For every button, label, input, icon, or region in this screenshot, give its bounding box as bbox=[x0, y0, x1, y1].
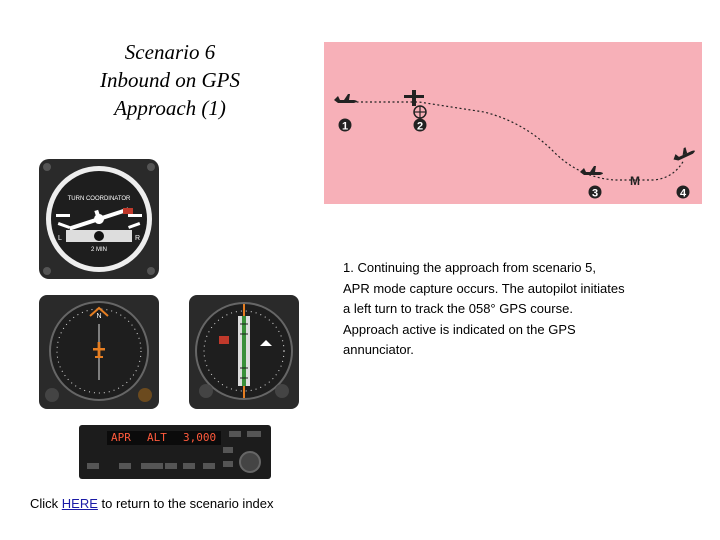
annunciator-button-1[interactable] bbox=[229, 431, 241, 437]
airplane-icon bbox=[93, 342, 105, 358]
course-deviation-icon bbox=[238, 316, 250, 386]
gps-mode-text: APR bbox=[111, 431, 131, 444]
scenario-title: Scenario 6 Inbound on GPS Approach (1) bbox=[40, 38, 300, 122]
svg-text:4: 4 bbox=[680, 188, 687, 200]
annunciator-knob[interactable] bbox=[239, 451, 261, 473]
description-line-5: annunciator. bbox=[343, 342, 414, 357]
svg-text:N: N bbox=[96, 313, 101, 320]
svg-text:2: 2 bbox=[417, 121, 423, 133]
gps-altitude-text: 3,000 bbox=[183, 431, 217, 444]
annunciator-button-9[interactable] bbox=[223, 447, 233, 453]
description-line-1: 1. Continuing the approach from scenario… bbox=[343, 260, 596, 275]
annunciator-button-2[interactable] bbox=[247, 431, 261, 437]
turn-coordinator-label: TURN COORDINATOR bbox=[68, 196, 131, 202]
title-line-2: Inbound on GPS bbox=[100, 68, 240, 92]
marker-2: 2 bbox=[413, 118, 427, 133]
svg-text:3: 3 bbox=[592, 188, 598, 200]
title-line-3: Approach (1) bbox=[114, 96, 226, 120]
annunciator-button-5[interactable] bbox=[141, 463, 163, 469]
airplane-3-icon bbox=[580, 166, 603, 175]
turn-coordinator-instrument: TURN COORDINATOR L R 2 MIN bbox=[39, 159, 159, 279]
missed-approach-label: M bbox=[630, 174, 640, 188]
marker-4: 4 bbox=[676, 185, 690, 200]
marker-1: 1 bbox=[338, 118, 352, 133]
gps-annunciator-panel: APR ALT 3,000 bbox=[79, 425, 271, 479]
description-line-2: APR mode capture occurs. The autopilot i… bbox=[343, 280, 625, 296]
description-line-4: Approach active is indicated on the GPS bbox=[343, 321, 576, 337]
marker-3: 3 bbox=[588, 185, 602, 200]
svg-text:2 MIN: 2 MIN bbox=[91, 247, 107, 253]
annunciator-button-10[interactable] bbox=[223, 461, 233, 467]
description-line-3: a left turn to track the 058° GPS course… bbox=[343, 301, 573, 316]
flight-path-diagram: 1 2 3 4 M bbox=[324, 42, 702, 204]
gps-annunciator-display: APR ALT 3,000 bbox=[107, 431, 221, 445]
annunciator-button-7[interactable] bbox=[183, 463, 195, 469]
hsi-right-instrument bbox=[189, 295, 299, 409]
footer-prefix: Click bbox=[30, 496, 62, 511]
turn-airplane-icon bbox=[68, 207, 130, 231]
annunciator-button-6[interactable] bbox=[165, 463, 177, 469]
airplane-4-icon bbox=[673, 147, 695, 161]
footer-suffix: to return to the scenario index bbox=[97, 496, 274, 511]
hsi-left-instrument: N bbox=[39, 295, 159, 409]
annunciator-button-8[interactable] bbox=[203, 463, 215, 469]
airplane-1-icon bbox=[334, 94, 357, 103]
svg-text:1: 1 bbox=[342, 121, 348, 133]
return-index-link[interactable]: HERE bbox=[61, 496, 98, 511]
title-line-1: Scenario 6 bbox=[124, 40, 216, 64]
footer-text: Click HERE to return to the scenario ind… bbox=[30, 496, 274, 511]
scenario-description: 1. Continuing the approach from scenario… bbox=[343, 258, 683, 361]
waypoint-2-icon bbox=[413, 105, 427, 119]
svg-text:L: L bbox=[58, 235, 62, 242]
annunciator-button-4[interactable] bbox=[119, 463, 131, 469]
airplane-2-icon bbox=[404, 90, 424, 106]
annunciator-button-3[interactable] bbox=[87, 463, 99, 469]
svg-text:R: R bbox=[135, 235, 140, 242]
gps-alt-mode-text: ALT bbox=[147, 431, 167, 444]
